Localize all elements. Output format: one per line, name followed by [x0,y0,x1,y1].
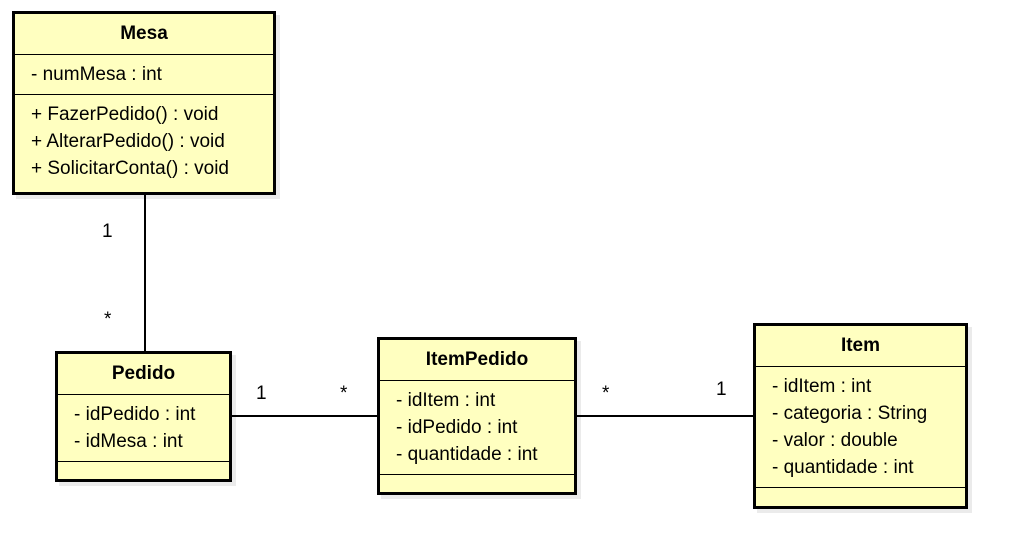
attribute: - idItem : int [772,376,872,397]
attributes-section: - idItem : int - idPedido : int - quanti… [380,381,574,475]
class-itempedido[interactable]: ItemPedido - idItem : int - idPedido : i… [377,337,577,495]
class-name: Item [756,326,965,367]
multiplicity-mesa-end: 1 [102,221,113,242]
attribute: - idItem : int [396,390,496,411]
multiplicity-itempedido-end: * [340,383,348,404]
attribute: - idPedido : int [74,404,196,425]
attribute: - numMesa : int [31,64,162,85]
attribute: - valor : double [772,430,898,451]
attribute: - quantidade : int [772,457,914,478]
class-pedido[interactable]: Pedido - idPedido : int - idMesa : int [55,351,232,482]
attributes-section: - idItem : int - categoria : String - va… [756,367,965,488]
multiplicity-itempedido-end: * [602,383,610,404]
operations-section [756,488,965,502]
multiplicity-item-end: 1 [716,379,727,400]
attributes-section: - idPedido : int - idMesa : int [58,395,229,462]
class-item[interactable]: Item - idItem : int - categoria : String… [753,323,968,509]
attribute: - idPedido : int [396,417,518,438]
operations-section: + FazerPedido() : void + AlterarPedido()… [15,95,273,188]
attribute: - idMesa : int [74,431,183,452]
operation: + FazerPedido() : void [31,104,219,125]
operations-section [380,475,574,489]
operation: + SolicitarConta() : void [31,158,229,179]
attribute: - quantidade : int [396,444,538,465]
class-mesa[interactable]: Mesa - numMesa : int + FazerPedido() : v… [12,11,276,195]
class-name: ItemPedido [380,340,574,381]
class-name: Mesa [15,14,273,55]
class-name: Pedido [58,354,229,395]
attributes-section: - numMesa : int [15,55,273,95]
operation: + AlterarPedido() : void [31,131,225,152]
attribute: - categoria : String [772,403,928,424]
multiplicity-pedido-end: 1 [256,383,267,404]
multiplicity-pedido-end: * [104,309,112,330]
operations-section [58,462,229,476]
